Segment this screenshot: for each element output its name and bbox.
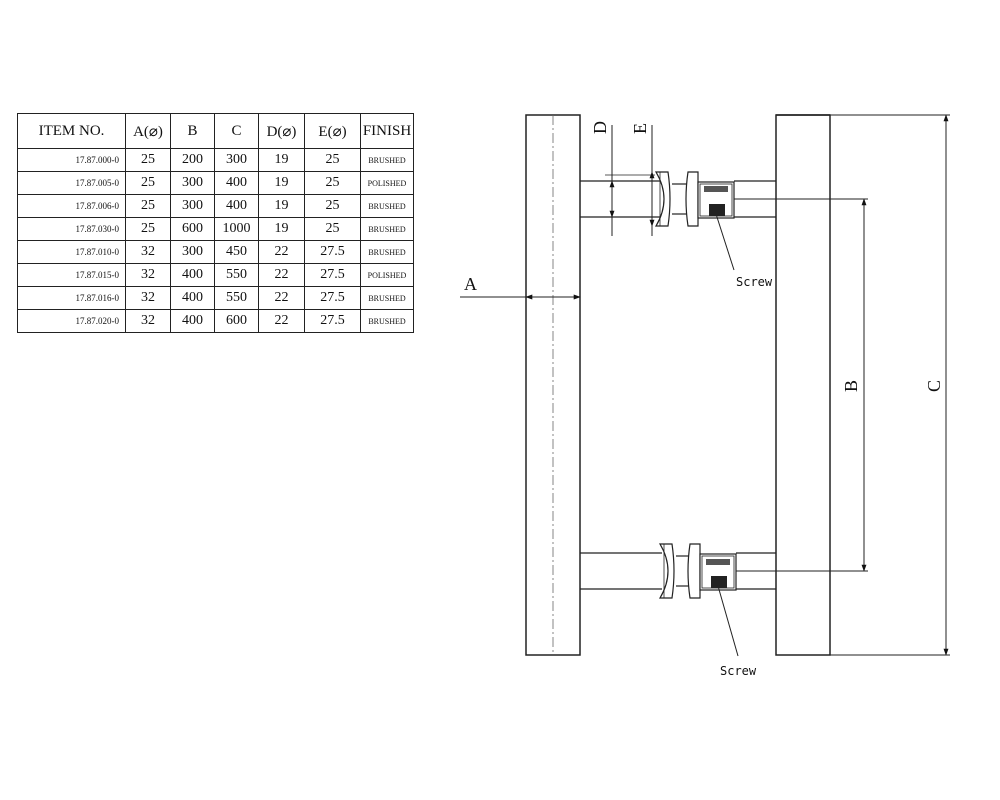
cell-finish: POLISHED bbox=[360, 263, 414, 287]
cell-d: 22 bbox=[258, 240, 305, 264]
cell-e: 25 bbox=[304, 148, 361, 172]
cell-c: 300 bbox=[214, 148, 259, 172]
cell-d: 22 bbox=[258, 286, 305, 310]
cell-e: 27.5 bbox=[304, 263, 361, 287]
screw-callout-upper: Screw bbox=[715, 213, 773, 289]
cell-d: 19 bbox=[258, 217, 305, 241]
cell-d: 19 bbox=[258, 148, 305, 172]
cell-b: 300 bbox=[170, 171, 215, 195]
upper-standoff bbox=[580, 171, 868, 227]
dimension-c: C bbox=[924, 114, 949, 656]
cell-finish: POLISHED bbox=[360, 171, 414, 195]
cell-c: 1000 bbox=[214, 217, 259, 241]
label-d: D bbox=[590, 121, 610, 134]
label-c: C bbox=[924, 380, 944, 392]
cell-item-no: 17.87.005-0 bbox=[17, 171, 126, 195]
dimension-d: D bbox=[590, 121, 615, 236]
cell-a: 32 bbox=[125, 309, 171, 333]
header-finish: FINISH bbox=[360, 113, 414, 149]
cell-d: 22 bbox=[258, 263, 305, 287]
label-b: B bbox=[841, 380, 861, 392]
table-header-row: ITEM NO. A(⌀) B C D(⌀) E(⌀) FINISH bbox=[17, 113, 414, 149]
cell-finish: BRUSHED bbox=[360, 194, 414, 218]
cell-d: 19 bbox=[258, 194, 305, 218]
cell-finish: BRUSHED bbox=[360, 217, 414, 241]
cell-a: 32 bbox=[125, 240, 171, 264]
right-handle-bar bbox=[775, 114, 950, 656]
left-handle-bar bbox=[525, 114, 581, 656]
cell-finish: BRUSHED bbox=[360, 240, 414, 264]
cell-c: 400 bbox=[214, 194, 259, 218]
cell-item-no: 17.87.015-0 bbox=[17, 263, 126, 287]
spec-table: ITEM NO. A(⌀) B C D(⌀) E(⌀) FINISH 17.87… bbox=[17, 113, 414, 333]
cell-d: 19 bbox=[258, 171, 305, 195]
cell-a: 25 bbox=[125, 217, 171, 241]
cell-finish: BRUSHED bbox=[360, 309, 414, 333]
cell-item-no: 17.87.016-0 bbox=[17, 286, 126, 310]
cell-finish: BRUSHED bbox=[360, 148, 414, 172]
cell-item-no: 17.87.020-0 bbox=[17, 309, 126, 333]
dimension-e: E bbox=[630, 123, 655, 236]
cell-b: 400 bbox=[170, 309, 215, 333]
cell-b: 300 bbox=[170, 240, 215, 264]
cell-b: 400 bbox=[170, 263, 215, 287]
dimension-b: B bbox=[841, 198, 867, 572]
dimension-a: A bbox=[460, 274, 581, 300]
cell-b: 400 bbox=[170, 286, 215, 310]
screw-label-upper: Screw bbox=[736, 275, 773, 289]
label-a: A bbox=[464, 274, 477, 294]
cell-a: 32 bbox=[125, 263, 171, 287]
screw-label-lower: Screw bbox=[720, 664, 757, 678]
header-e: E(⌀) bbox=[304, 113, 361, 149]
header-a: A(⌀) bbox=[125, 113, 171, 149]
cell-c: 550 bbox=[214, 286, 259, 310]
header-item-no: ITEM NO. bbox=[17, 113, 126, 149]
screw-callout-lower: Screw bbox=[717, 585, 757, 678]
cell-e: 27.5 bbox=[304, 309, 361, 333]
lower-standoff bbox=[580, 543, 868, 599]
label-e: E bbox=[630, 123, 650, 134]
cell-d: 22 bbox=[258, 309, 305, 333]
